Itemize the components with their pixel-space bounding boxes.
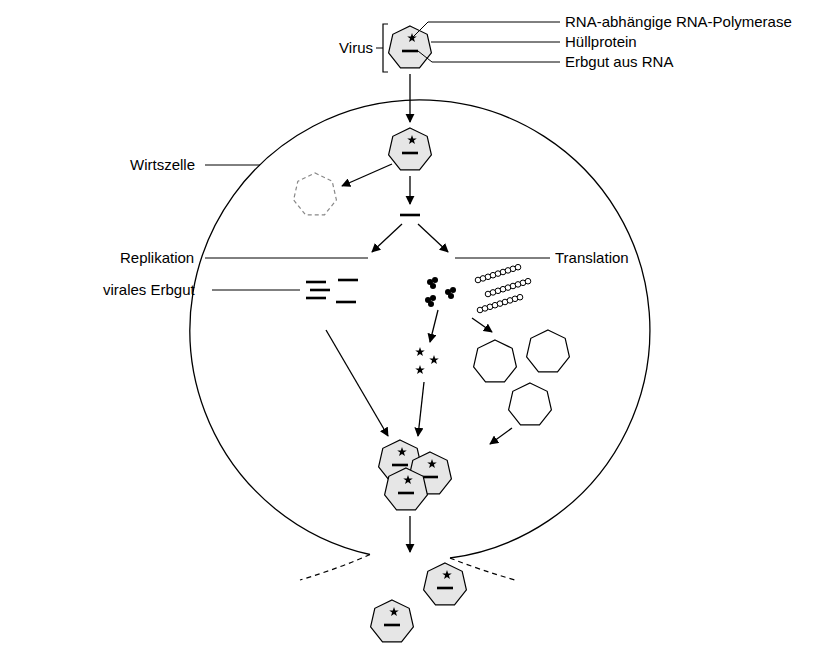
dissolved-capsid <box>294 173 337 215</box>
leader-line <box>205 258 368 259</box>
arrow <box>418 224 448 252</box>
leader-line <box>413 22 560 37</box>
leader-line <box>205 165 260 166</box>
text-label: virales Erbgut <box>103 281 195 299</box>
arrow <box>372 224 402 252</box>
replicated-rna <box>306 280 358 302</box>
arrow <box>409 176 410 204</box>
capsid-protein <box>527 330 570 372</box>
protein-chain <box>485 278 531 296</box>
text-label: Hüllprotein <box>565 33 637 51</box>
virus-particle <box>424 563 467 605</box>
text-label: Wirtszelle <box>130 156 195 174</box>
virus-particle <box>385 468 428 510</box>
arrow <box>418 382 424 436</box>
protein-chain <box>475 264 521 282</box>
polymerase-star <box>429 355 439 364</box>
polymerase-star <box>415 365 425 374</box>
capsid-protein <box>509 383 552 425</box>
leader-line <box>455 258 550 259</box>
text-label: Erbgut aus RNA <box>565 53 673 71</box>
arrow <box>430 310 438 342</box>
text-label: Replikation <box>120 249 194 267</box>
membrane-opening <box>300 555 515 581</box>
cell-membrane <box>190 100 650 558</box>
polymerase-star <box>415 347 425 356</box>
arrow <box>490 428 512 444</box>
rna-strand <box>400 214 420 217</box>
arrow <box>472 318 492 332</box>
text-label: Translation <box>555 249 629 267</box>
arrow <box>342 164 392 186</box>
leader-line <box>212 290 300 291</box>
arrow <box>326 330 388 436</box>
ribosome <box>425 295 436 307</box>
ribosome <box>445 287 456 299</box>
protein-chain <box>477 294 523 312</box>
bracket <box>376 24 388 72</box>
arrow <box>409 516 410 552</box>
capsid-protein <box>474 340 517 382</box>
virus-particle <box>389 26 432 68</box>
text-label: Virus <box>339 39 373 57</box>
text-label: RNA-abhängige RNA-Polymerase <box>565 13 792 31</box>
arrow <box>409 74 410 122</box>
ribosome <box>427 277 438 289</box>
leader-line <box>431 42 560 43</box>
leader-line <box>418 51 560 62</box>
virus-particle <box>389 128 432 170</box>
virus-particle <box>371 600 414 642</box>
